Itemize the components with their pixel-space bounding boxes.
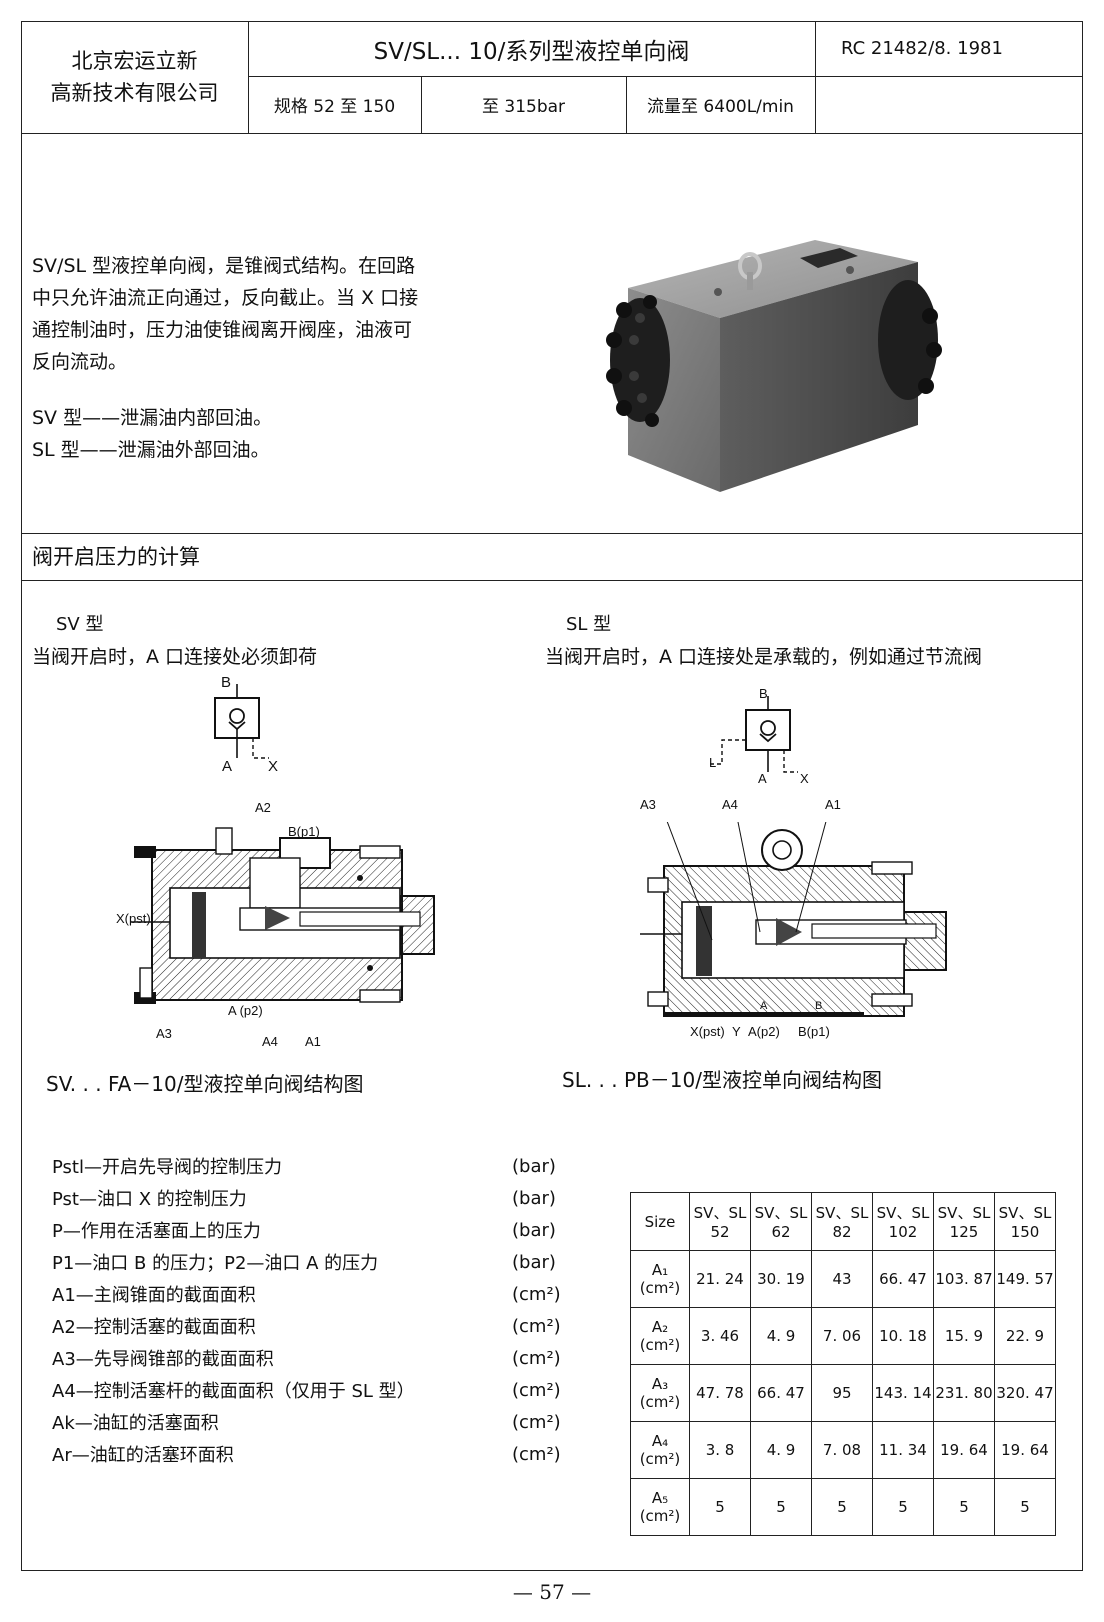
header-col-line — [421, 76, 422, 134]
intro-line: SV/SL 型液控单向阀，是锥阀式结构。在回路 — [32, 255, 416, 277]
sv-label-ap2: A (p2) — [228, 1003, 263, 1018]
legend-row: A1—主阀锥面的截面面积(cm²) — [52, 1283, 561, 1307]
sv-heading: SV 型 — [56, 614, 104, 635]
row-label: A₅(cm²) — [630, 1478, 690, 1536]
sv-label-a1: A1 — [305, 1034, 321, 1049]
intro-line: 中只允许油流正向通过，反向截止。当 X 口接 — [32, 287, 419, 309]
sv-symbol-b: B — [221, 674, 232, 691]
sv-label-a4: A4 — [262, 1034, 278, 1049]
sl-label-ap2: A(p2) — [748, 1024, 780, 1039]
valve-photo — [606, 240, 942, 492]
sv-label-bp1: B(p1) — [288, 824, 320, 839]
sv-symbol-a: A — [222, 758, 233, 775]
intro-text: SV/SL 型液控单向阀，是锥阀式结构。在回路 中只允许油流正向通过，反向截止。… — [32, 250, 492, 466]
size-corner: Size — [630, 1192, 690, 1251]
sl-type-note: SL 型——泄漏油外部回油。 — [32, 439, 270, 461]
header-divider — [248, 76, 1083, 77]
sl-check-valve-symbol — [710, 696, 798, 773]
sl-label-a1: A1 — [825, 797, 841, 812]
legend-row: Pstl—开启先导阀的控制压力(bar) — [52, 1155, 556, 1179]
section-title: 阀开启压力的计算 — [32, 545, 200, 569]
legend-row: P—作用在活塞面上的压力(bar) — [52, 1219, 556, 1243]
row-label: A₂(cm²) — [630, 1307, 690, 1365]
sv-caption: SV. . . FA－10/型液控单向阀结构图 — [46, 1072, 364, 1096]
legend-row: Ak—油缸的活塞面积(cm²) — [52, 1411, 561, 1435]
company-line1: 北京宏运立新 — [71, 49, 198, 73]
row-label: A₁(cm²) — [630, 1250, 690, 1308]
header-col-line — [248, 21, 249, 134]
legend-row: P1—油口 B 的压力；P2—油口 A 的压力(bar) — [52, 1251, 556, 1275]
sl-symbol-a: A — [758, 771, 767, 786]
row-label: A₃(cm²) — [630, 1364, 690, 1422]
legend-row: Ar—油缸的活塞环面积(cm²) — [52, 1443, 561, 1467]
sl-label-b-inner: B — [815, 1000, 823, 1012]
intro-line: 通控制油时，压力油使锥阀离开阀座，油液可 — [32, 319, 413, 341]
sl-note: 当阀开启时，A 口连接处是承载的，例如通过节流阀 — [545, 646, 983, 668]
sl-caption: SL. . . PB－10/型液控单向阀结构图 — [562, 1068, 882, 1092]
sl-label-a3: A3 — [640, 797, 656, 812]
sl-symbol-x: X — [800, 771, 809, 786]
sl-heading: SL 型 — [566, 614, 612, 635]
section-divider — [21, 533, 1083, 534]
sv-label-xpst: X(pst) — [116, 911, 151, 926]
doc-title: SV/SL... 10/系列型液控单向阀 — [373, 38, 690, 65]
table-row: A₂(cm²) 3. 46 4. 9 7. 06 10. 18 15. 9 22… — [630, 1307, 1056, 1365]
sl-symbol-b: B — [759, 686, 768, 701]
sv-symbol-x: X — [268, 758, 279, 775]
spec-flow: 流量至 6400L/min — [647, 97, 794, 117]
company-line2: 高新技术有限公司 — [50, 81, 219, 105]
header-bottom-line — [21, 133, 1083, 134]
spec-pressure: 至 315bar — [481, 97, 566, 117]
legend-row: A2—控制活塞的截面面积(cm²) — [52, 1315, 561, 1339]
header-col-line — [815, 21, 816, 134]
section-divider — [21, 580, 1083, 581]
table-row: A₃(cm²) 47. 78 66. 47 95 143. 14 231. 80… — [630, 1364, 1056, 1422]
sl-label-y: Y — [732, 1024, 741, 1039]
sl-symbol-l: L — [709, 755, 717, 770]
table-row: A₅(cm²) 5 5 5 5 5 5 — [630, 1478, 1056, 1536]
sl-label-a4: A4 — [722, 797, 738, 812]
sv-label-a2: A2 — [255, 800, 271, 815]
legend-row: Pst—油口 X 的控制压力(bar) — [52, 1187, 556, 1211]
sv-type-note: SV 型——泄漏油内部回油。 — [32, 407, 273, 429]
page-number: — 57 — — [512, 1580, 592, 1604]
sl-label-xpst: X(pst) — [690, 1024, 725, 1039]
sl-cross-section-drawing — [640, 822, 947, 1017]
intro-line: 反向流动。 — [32, 351, 128, 373]
sv-cross-section-drawing — [130, 827, 435, 1004]
page-frame — [21, 21, 1083, 1571]
sv-check-valve-symbol — [214, 684, 269, 759]
sl-label-bp1: B(p1) — [798, 1024, 830, 1039]
sl-label-a-inner: A — [760, 1000, 768, 1012]
doc-ref: RC 21482/8. 1981 — [841, 38, 1003, 59]
sv-label-a3: A3 — [156, 1026, 172, 1041]
row-label: A₄(cm²) — [630, 1421, 690, 1479]
table-row: A₄(cm²) 3. 8 4. 9 7. 08 11. 34 19. 64 19… — [630, 1421, 1056, 1479]
sv-note: 当阀开启时，A 口连接处必须卸荷 — [32, 646, 318, 668]
header-col-line — [626, 76, 627, 134]
spec-size: 规格 52 至 150 — [273, 97, 396, 117]
legend-row: A3—先导阀锥部的截面面积(cm²) — [52, 1347, 561, 1371]
table-row: A₁(cm²) 21. 24 30. 19 43 66. 47 103. 87 … — [630, 1250, 1056, 1308]
legend-row: A4—控制活塞杆的截面面积（仅用于 SL 型）(cm²) — [52, 1379, 561, 1403]
company-name: 北京宏运立新 高新技术有限公司 — [21, 21, 248, 133]
